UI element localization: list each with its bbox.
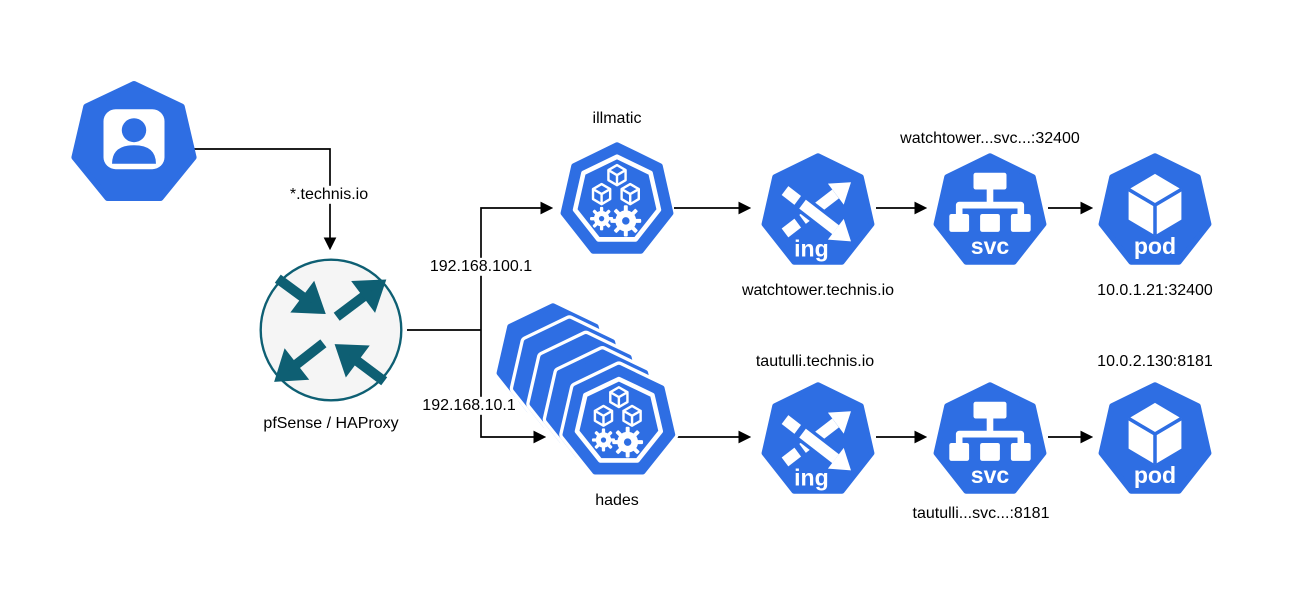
ingress-badge: ing (794, 235, 829, 261)
ingress-node-bottom: ing (763, 385, 873, 491)
cluster-label-illmatic: illmatic (589, 109, 645, 129)
service-badge: svc (971, 233, 1010, 259)
pod-badge: pod (1134, 233, 1176, 259)
edge-junction-to-hades (480, 330, 547, 444)
k8s-ingress-icon: ing (763, 156, 873, 262)
pod-node-bottom: pod (1100, 385, 1210, 491)
edge-label-vlan-100: 192.168.100.1 (426, 257, 536, 277)
k8s-cluster-icon (562, 145, 672, 251)
cluster-label-hades: hades (592, 491, 642, 511)
edge-label-wildcard-host: *.technis.io (286, 185, 372, 205)
k8s-service-icon: svc (935, 156, 1045, 262)
router-crossed-arrows-icon (259, 258, 403, 402)
user-node (73, 84, 195, 198)
ingress-badge: ing (794, 464, 829, 490)
k8s-pod-icon: pod (1100, 156, 1210, 262)
router-label: pfSense / HAProxy (260, 414, 402, 434)
pod-badge: pod (1134, 462, 1176, 488)
edge-label-vlan-10: 192.168.10.1 (419, 396, 519, 416)
service-label-watchtower: watchtower...svc...:32400 (897, 129, 1083, 149)
service-badge: svc (971, 462, 1010, 488)
router-node (255, 254, 407, 406)
k8s-service-icon: svc (935, 385, 1045, 491)
service-label-tautulli: tautulli...svc...:8181 (909, 504, 1053, 524)
edge-junction-to-illmatic (480, 201, 554, 330)
cluster-node-illmatic (562, 145, 672, 251)
ingress-label-tautulli: tautulli.technis.io (752, 352, 878, 372)
pod-label-tautulli-endpoint: 10.0.2.130:8181 (1094, 352, 1216, 372)
user-icon (73, 84, 195, 198)
pod-node-top: pod (1100, 156, 1210, 262)
service-node-bottom: svc (935, 385, 1045, 491)
k8s-pod-icon: pod (1100, 385, 1210, 491)
pod-label-watchtower-endpoint: 10.0.1.21:32400 (1094, 281, 1216, 301)
k8s-cluster-stack-icon (498, 306, 676, 474)
cluster-node-hades (498, 306, 676, 474)
edge-user-to-router (193, 148, 337, 251)
ingress-label-watchtower: watchtower.technis.io (738, 281, 898, 301)
service-node-top: svc (935, 156, 1045, 262)
ingress-node-top: ing (763, 156, 873, 262)
k8s-ingress-icon: ing (763, 385, 873, 491)
